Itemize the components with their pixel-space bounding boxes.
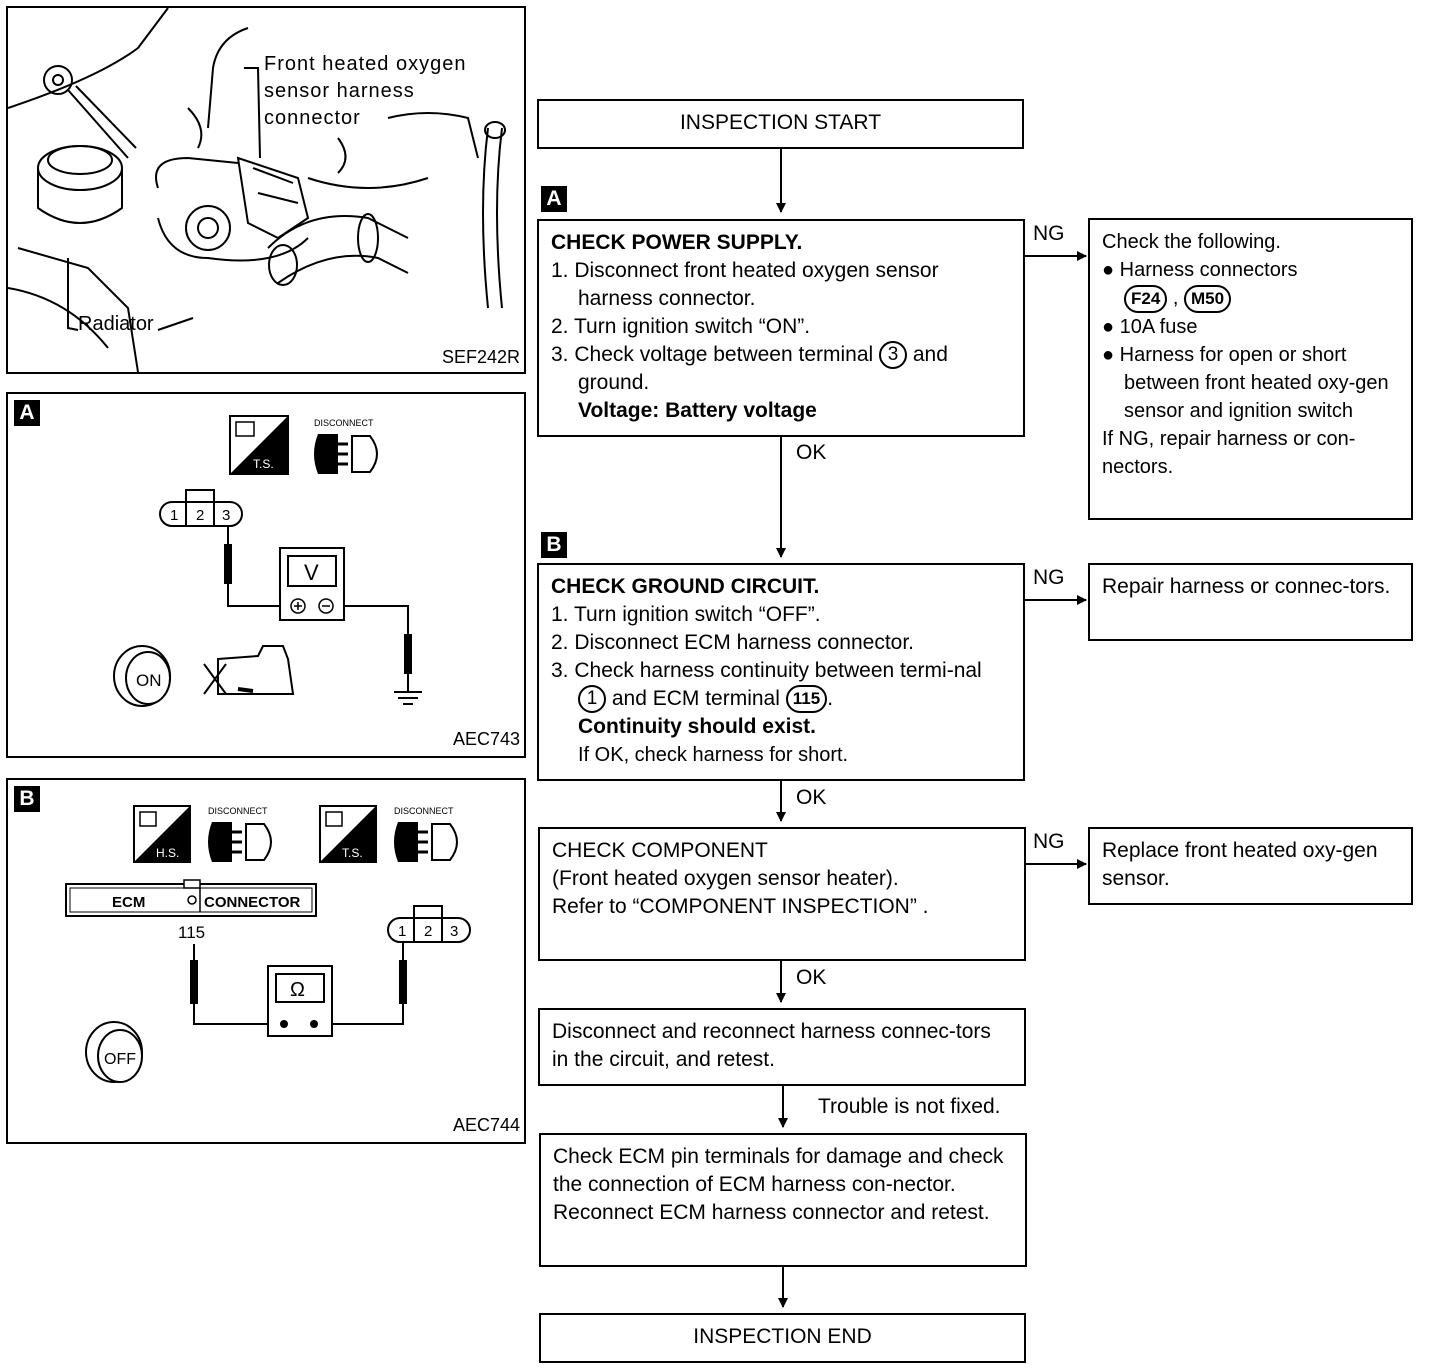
step-b-note: If OK, check harness for short.: [578, 744, 849, 767]
ecm-connector: ECM CONNECTOR: [65, 879, 317, 917]
step-b-instruction-2: 2. Disconnect ECM harness connector.: [551, 631, 915, 654]
ignition-key-on-icon: ON: [113, 645, 171, 707]
step-b-spec: Continuity should exist.: [578, 715, 817, 739]
panel-a-code: AEC743: [452, 729, 520, 749]
ok-label-b: OK: [796, 786, 827, 809]
connector-m50-badge: M50: [1183, 284, 1232, 313]
inspection-end: INSPECTION END: [539, 1313, 1026, 1363]
step-b-title: CHECK GROUND CIRCUIT.: [551, 575, 820, 598]
step-b-tag: B: [541, 532, 567, 558]
radiator-callout: Radiator: [78, 313, 154, 335]
step-b-instruction-3: 3. Check harness continuity between term…: [551, 657, 1011, 714]
svg-text:DISCONNECT: DISCONNECT: [314, 418, 374, 428]
step-a-instruction-1: 1. Disconnect front heated oxygen sensor…: [551, 259, 939, 310]
ohmmeter-symbol: Ω: [290, 979, 305, 1001]
check-power-supply-box: CHECK POWER SUPPLY. 1. Disconnect front …: [537, 219, 1025, 437]
step-a-tag: A: [541, 186, 567, 212]
terminal-3-badge: 3: [879, 341, 908, 370]
panel-b-tag: B: [14, 786, 40, 812]
terminal-1-badge: 1: [578, 685, 606, 714]
check-ecm-pins-box: Check ECM pin terminals for damage and c…: [539, 1133, 1027, 1267]
panel-b-code: AEC744: [452, 1115, 520, 1135]
svg-text:3: 3: [222, 507, 230, 524]
hs-icon: H.S.: [133, 805, 191, 863]
ng-b-box: Repair harness or connec-tors.: [1088, 563, 1413, 641]
ts-icon: T.S.: [229, 415, 289, 475]
connector-callout-line1: Front heated oxygen: [264, 53, 467, 75]
ng-a-box: Check the following. ● Harness connector…: [1088, 218, 1413, 520]
ok-label-a: OK: [796, 441, 827, 464]
reconnect-box: Disconnect and reconnect harness connec-…: [538, 1008, 1026, 1086]
inspection-start: INSPECTION START: [537, 99, 1024, 149]
ts-label: T.S.: [253, 457, 274, 471]
sensor-connector: 1 2 3: [159, 489, 243, 527]
connector-callout-line3: connector: [264, 107, 361, 129]
panel-b-diagram: B H.S. DISCONNECT T.S. DISCONNECT: [6, 778, 526, 1144]
connector-callout-line2: sensor harness: [264, 80, 415, 102]
svg-text:3: 3: [450, 923, 458, 940]
ng-label-b: NG: [1033, 566, 1065, 589]
svg-text:OFF: OFF: [104, 1051, 136, 1068]
svg-text:1: 1: [398, 923, 406, 940]
engine-off-icon: [203, 645, 295, 695]
panel-a-illustration: T.S. DISCONNECT 1 2 3 V: [113, 415, 422, 707]
svg-text:H.S.: H.S.: [156, 846, 179, 860]
svg-text:2: 2: [424, 923, 432, 940]
disconnect-icon-2: DISCONNECT: [394, 806, 458, 862]
ok-label-c: OK: [796, 966, 827, 989]
sensor-connector: 1 2 3: [387, 905, 471, 943]
connector-f24-badge: F24: [1124, 284, 1168, 313]
voltmeter-symbol: V: [304, 560, 319, 585]
svg-text:2: 2: [196, 507, 204, 524]
svg-text:ON: ON: [136, 671, 162, 690]
svg-text:1: 1: [170, 507, 178, 524]
engine-bay-figure: Front heated oxygen sensor harness conne…: [6, 6, 526, 374]
step-a-instruction-2: 2. Turn ignition switch “ON”.: [551, 315, 811, 338]
ng-label-c: NG: [1033, 830, 1065, 853]
svg-text:ECM: ECM: [112, 894, 145, 911]
step-a-spec: Voltage: Battery voltage: [578, 399, 817, 423]
svg-text:CONNECTOR: CONNECTOR: [204, 894, 301, 911]
svg-text:DISCONNECT: DISCONNECT: [394, 806, 454, 816]
panel-b-illustration: H.S. DISCONNECT T.S. DISCONNECT: [65, 805, 471, 1083]
trouble-not-fixed-label: Trouble is not fixed.: [818, 1095, 1001, 1118]
ng-label-a: NG: [1033, 222, 1065, 245]
ts-icon: T.S.: [319, 805, 377, 863]
svg-text:T.S.: T.S.: [342, 846, 363, 860]
panel-a-tag: A: [14, 400, 40, 426]
disconnect-icon-1: DISCONNECT: [208, 806, 272, 862]
ignition-key-off-icon: OFF: [85, 1021, 143, 1083]
figure-code: SEF242R: [441, 347, 520, 367]
ng-c-box: Replace front heated oxy-gen sensor.: [1088, 827, 1413, 905]
check-component-box: CHECK COMPONENT (Front heated oxygen sen…: [538, 827, 1026, 961]
step-a-title: CHECK POWER SUPPLY.: [551, 231, 803, 254]
disconnect-icon: DISCONNECT: [314, 418, 378, 474]
ecm-terminal-label: 115: [178, 923, 205, 942]
check-ground-circuit-box: CHECK GROUND CIRCUIT. 1. Turn ignition s…: [537, 563, 1025, 781]
ecm-terminal-115-badge: 115: [785, 685, 828, 714]
step-b-instruction-1: 1. Turn ignition switch “OFF”.: [551, 603, 821, 626]
svg-text:DISCONNECT: DISCONNECT: [208, 806, 268, 816]
panel-a-diagram: A T.S. DISCONNECT 1 2 3: [6, 392, 526, 758]
engine-bay-illustration: [8, 8, 506, 372]
step-a-instruction-3: 3. Check voltage between terminal 3 and …: [551, 341, 948, 395]
